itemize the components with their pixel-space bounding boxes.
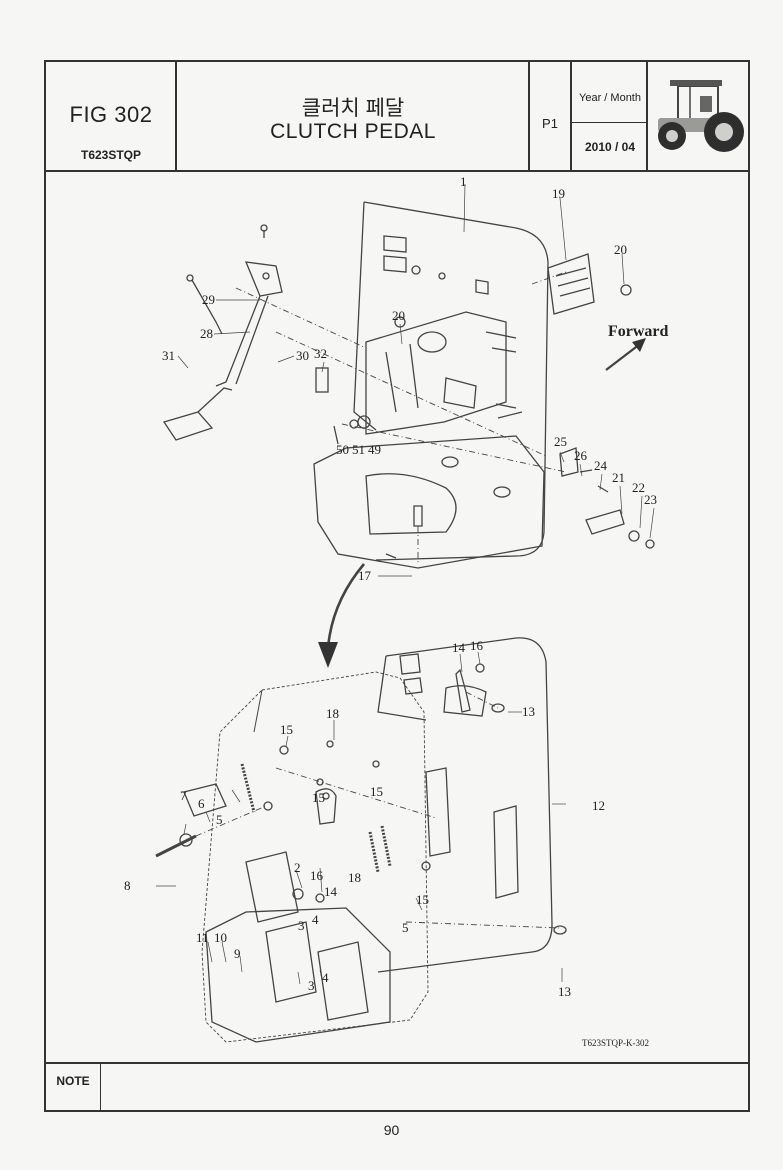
- callout-15: 15: [370, 784, 383, 799]
- callout-6: 6: [198, 796, 205, 811]
- lower-assembly: [155, 637, 567, 1043]
- upper-assembly: [162, 201, 655, 569]
- figure-model-code: T623STQP: [80, 148, 142, 162]
- year-month-value: 2010 / 04: [584, 140, 636, 154]
- callout-18: 18: [326, 706, 339, 721]
- callout-28: 28: [200, 326, 213, 341]
- callout-17: 17: [358, 568, 372, 583]
- callout-26: 26: [574, 448, 588, 463]
- header-divider-2: [528, 62, 530, 170]
- callout-11: 11: [196, 930, 209, 945]
- callout-18: 18: [348, 870, 361, 885]
- year-month-label: Year / Month: [579, 92, 641, 104]
- callout-16: 16: [310, 868, 324, 883]
- forward-label: Forward: [608, 323, 669, 340]
- note-divider: [100, 1062, 101, 1110]
- callout-15: 15: [280, 722, 293, 737]
- callout-20: 20: [614, 242, 627, 257]
- figure-number: FIG 302: [69, 102, 153, 127]
- callout-23: 23: [644, 492, 657, 507]
- exploded-parts-diagram: 1 19 20 29 28 31 30 20 32 50 51 49 25 26…: [124, 174, 669, 1048]
- title-korean: 클러치 페달: [301, 97, 405, 120]
- header-divider-3: [570, 62, 572, 170]
- callout-14: 14: [452, 640, 466, 655]
- callout-13: 13: [522, 704, 535, 719]
- callout-13: 13: [558, 984, 571, 999]
- callout-51: 51: [352, 442, 365, 457]
- page-number: 90: [383, 1122, 400, 1138]
- page-code: P1: [542, 116, 558, 131]
- callout-24: 24: [594, 458, 608, 473]
- callout-5: 5: [216, 812, 223, 827]
- callout-9: 9: [234, 946, 241, 961]
- callout-7: 7: [180, 788, 187, 803]
- callout-3: 3: [298, 918, 305, 933]
- header-divider-4: [646, 62, 648, 170]
- header-bottom-rule: [46, 170, 748, 172]
- callout-16: 16: [470, 638, 484, 653]
- callout-10: 10: [214, 930, 227, 945]
- callout-15: 15: [312, 790, 325, 805]
- callout-5: 5: [402, 920, 409, 935]
- callout-31: 31: [162, 348, 175, 363]
- forward-arrow-icon: [605, 338, 646, 371]
- note-label: NOTE: [56, 1074, 90, 1088]
- transition-arrow-icon: [318, 563, 365, 668]
- tractor-icon: [658, 80, 744, 152]
- callout-12: 12: [592, 798, 605, 813]
- callout-3: 3: [308, 978, 315, 993]
- callout-29: 29: [202, 292, 215, 307]
- callout-1: 1: [460, 174, 467, 189]
- callout-30: 30: [296, 348, 309, 363]
- callout-50: 50: [336, 442, 349, 457]
- callout-4: 4: [312, 912, 319, 927]
- note-top-rule: [46, 1062, 748, 1064]
- callout-20: 20: [392, 308, 405, 323]
- callout-2: 2: [294, 860, 301, 875]
- callout-19: 19: [552, 186, 565, 201]
- callout-15: 15: [416, 892, 429, 907]
- callout-21: 21: [612, 470, 625, 485]
- page-frame: FIG 302 T623STQP 클러치 페달 CLUTCH PEDAL P1 …: [44, 60, 750, 1112]
- leader-lines: [156, 183, 655, 985]
- part-callouts: 1 19 20 29 28 31 30 20 32 50 51 49 25 26…: [124, 174, 657, 999]
- callout-14: 14: [324, 884, 338, 899]
- header-divider-1: [175, 62, 177, 170]
- callout-25: 25: [554, 434, 567, 449]
- callout-49: 49: [368, 442, 381, 457]
- year-month-divider: [572, 122, 646, 123]
- callout-4: 4: [322, 970, 329, 985]
- callout-32: 32: [314, 346, 327, 361]
- title-english: CLUTCH PEDAL: [270, 120, 436, 143]
- callout-22: 22: [632, 480, 645, 495]
- callout-8: 8: [124, 878, 131, 893]
- drawing-code: T623STQP-K-302: [582, 1038, 649, 1048]
